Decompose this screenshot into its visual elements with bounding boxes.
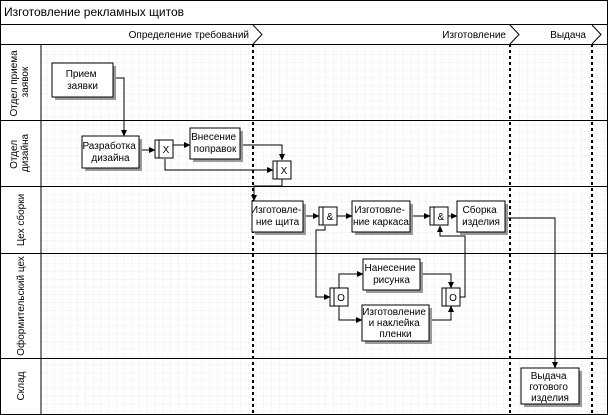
- process-vydacha[interactable]: Выдача готового изделия: [520, 367, 582, 407]
- svg-text:Прием заявки: Прием заявки: [66, 69, 100, 92]
- phase-separators: [252, 44, 593, 415]
- process-karkas[interactable]: Изготовле- ние каркаса: [351, 200, 413, 235]
- connector-sborka-vydacha: [506, 217, 558, 369]
- process-razrab[interactable]: Разработка дизайна: [81, 135, 142, 171]
- junction-o1[interactable]: O: [329, 287, 349, 307]
- phase-label-production: Изготовление: [442, 30, 506, 41]
- svg-text:Сборка изделия: Сборка изделия: [462, 204, 500, 228]
- lane-label-warehouse: Склад: [16, 371, 27, 400]
- svg-text:Изготовление рекламных щитов: Изготовление рекламных щитов: [4, 5, 184, 19]
- connectors: [114, 77, 558, 369]
- process-plenka[interactable]: Изготовление и наклейка пленки: [361, 304, 432, 344]
- svg-text:O: O: [337, 293, 345, 304]
- process-priem[interactable]: Прием заявки: [51, 62, 116, 100]
- lane-label-decoration: Оформительский цех: [15, 256, 27, 356]
- connector-o1-plenka: [338, 306, 363, 323]
- connector-plenka-o2: [430, 305, 454, 321]
- lane-label-orders: Отдел приема заявок: [9, 47, 31, 116]
- svg-text:Изготовле- ние каркаса: Изготовле- ние каркаса: [353, 205, 409, 228]
- junction-and1[interactable]: &: [318, 206, 338, 226]
- process-risunok[interactable]: Нанесение рисунка: [362, 258, 423, 293]
- connector-priem-razrab: [114, 77, 127, 137]
- svg-text:Разработка дизайна: Разработка дизайна: [82, 140, 138, 164]
- process-vnesenie[interactable]: Внесение поправок: [189, 127, 243, 162]
- connector-o2-and2: [437, 225, 466, 298]
- lane-label-assembly: Цех сборки: [15, 194, 27, 246]
- svg-text:Внесение поправок: Внесение поправок: [191, 132, 239, 155]
- process-sborka[interactable]: Сборка изделия: [456, 200, 508, 235]
- connector-vnesenie-x2: [242, 144, 285, 161]
- connector-x2-shchit: [251, 179, 283, 202]
- lane-label-design: Отдел дизайна: [9, 133, 31, 172]
- phase-label-requirements: Определение требований: [129, 29, 249, 41]
- phase-label-delivery: Выдача: [550, 30, 586, 41]
- swimlanes: Отдел приема заявок Отдел дизайна Цех сб…: [0, 44, 608, 415]
- svg-text:&: &: [327, 212, 334, 223]
- junction-o2[interactable]: O: [441, 287, 461, 307]
- svg-text:Выдача готового из: Выдача готового изделия: [529, 371, 570, 404]
- svg-text:X: X: [163, 145, 170, 156]
- connector-risunok-o2: [421, 273, 454, 289]
- diagram-title: Изготовление рекламных щитов: [0, 5, 608, 25]
- junction-and2[interactable]: &: [429, 206, 449, 226]
- process-shchit[interactable]: Изготовле- ние щита: [251, 200, 306, 235]
- svg-text:Нанесение рисунка: Нанесение рисунка: [365, 263, 419, 286]
- svg-text:&: &: [438, 212, 445, 223]
- connector-and1-o1: [315, 226, 331, 300]
- svg-text:Изготовле- ние щита: Изготовле- ние щита: [251, 205, 304, 228]
- junction-x1[interactable]: X: [154, 139, 174, 159]
- junction-x2[interactable]: X: [272, 160, 292, 180]
- connector-o1-risunok: [338, 271, 364, 288]
- connector-x1-x2: [164, 159, 274, 173]
- svg-text:O: O: [449, 293, 457, 304]
- svg-text:X: X: [281, 166, 288, 177]
- phase-header: Определение требований Изготовление Выда…: [0, 24, 608, 45]
- grid-background: [41, 44, 607, 414]
- svg-text:Изготовление и наклейка: Изготовление и наклейка пленки: [362, 307, 429, 340]
